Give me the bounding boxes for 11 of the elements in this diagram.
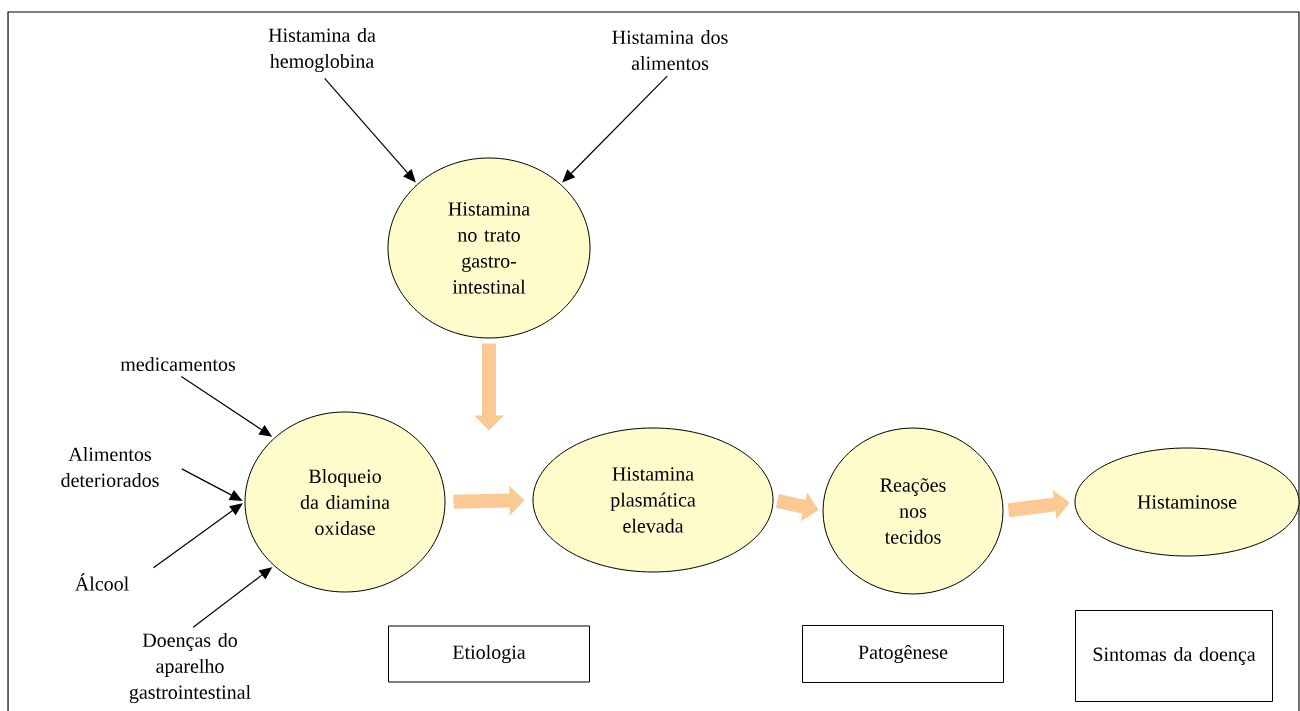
stage-box: Sintomas da doença bbox=[1075, 610, 1273, 702]
factor-text: Doenças do aparelho gastrointestinal bbox=[129, 632, 251, 704]
factor-text: medicamentos bbox=[120, 356, 236, 371]
arrow bbox=[152, 503, 243, 569]
stage-box: Etiologia bbox=[388, 625, 590, 683]
source-text: Histamina da hemoglobina bbox=[268, 27, 376, 73]
stage-box: Patogênese bbox=[802, 625, 1004, 683]
source-text: Histamina dos alimentos bbox=[612, 29, 728, 70]
factor-text: Álcool bbox=[75, 573, 129, 591]
arrow bbox=[562, 75, 668, 183]
factor-text: Alimentos deteriorados bbox=[61, 446, 159, 487]
